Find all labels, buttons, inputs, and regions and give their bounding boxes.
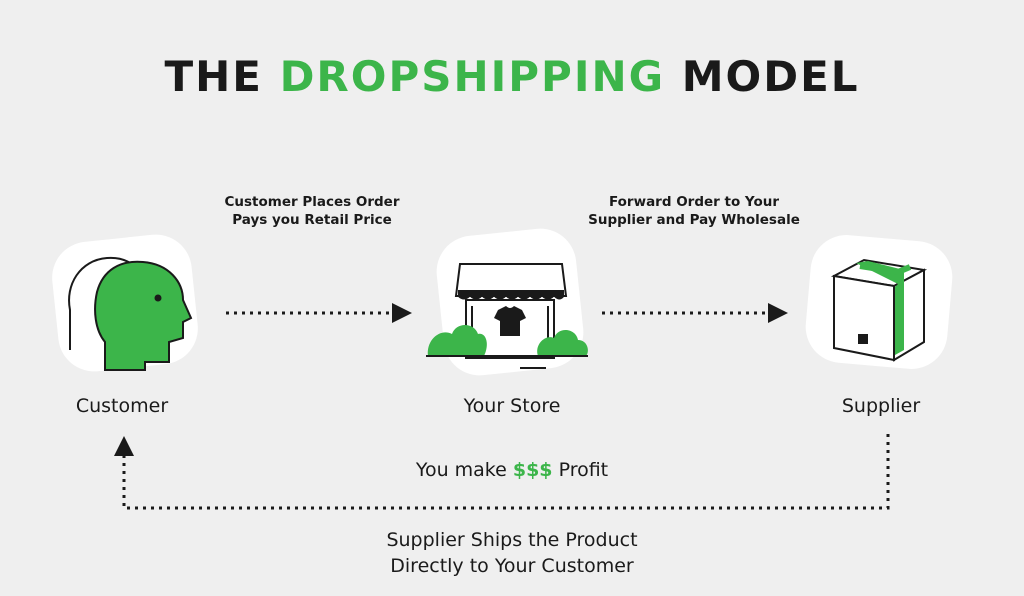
store-label: Your Store (463, 395, 561, 417)
arrowhead-customer (114, 436, 134, 456)
customer-to-store-caption: Customer Places Order Pays you Retail Pr… (212, 193, 412, 229)
store-to-supplier-caption: Forward Order to Your Supplier and Pay W… (574, 193, 814, 229)
page-title: THE DROPSHIPPING MODEL (0, 52, 1024, 101)
storefront-icon (426, 228, 588, 376)
profit-prefix: You make (415, 459, 513, 481)
caption-line-2: Supplier and Pay Wholesale (588, 212, 800, 228)
profit-money: $$$ (512, 459, 553, 481)
arrow-supplier-to-customer (122, 434, 890, 510)
title-part-3: MODEL (665, 52, 860, 101)
title-part-2: DROPSHIPPING (279, 52, 666, 101)
profit-suffix: Profit (552, 459, 609, 481)
title-part-1: THE (164, 52, 280, 101)
store-icon-card (422, 228, 592, 392)
caption-line-2: Pays you Retail Price (232, 212, 392, 228)
supplier-icon-card (798, 230, 960, 382)
caption-line-1: Forward Order to Your (608, 194, 780, 210)
profit-text: You make $$$ Profit (312, 459, 712, 481)
arrowhead-store (392, 303, 412, 323)
supplier-label: Supplier (841, 395, 921, 417)
caption-line-1: Customer Places Order (224, 194, 400, 210)
return-flow-caption: Supplier Ships the Product Directly to Y… (312, 527, 712, 579)
customer-icon-card (45, 230, 205, 384)
return-caption-line-2: Directly to Your Customer (390, 555, 634, 577)
customer-label: Customer (75, 395, 169, 417)
customer-head-icon (52, 234, 198, 372)
box-icon (805, 235, 953, 369)
return-caption-line-1: Supplier Ships the Product (386, 529, 638, 551)
arrowhead-supplier (768, 303, 788, 323)
